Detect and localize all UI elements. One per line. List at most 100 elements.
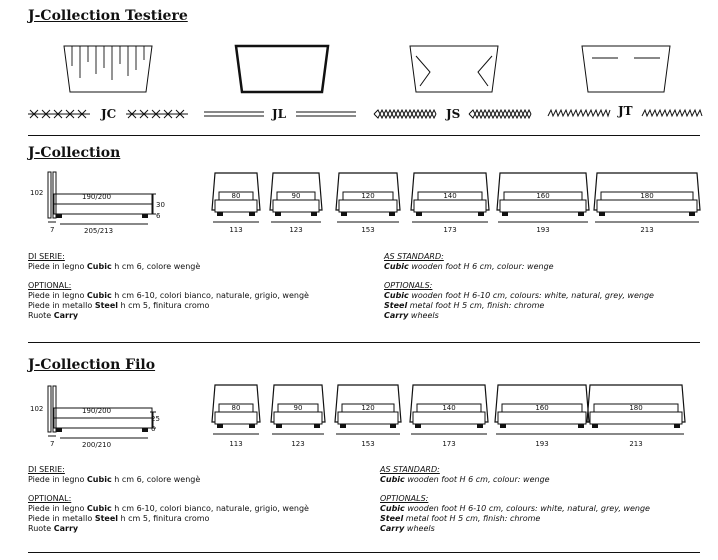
spec-line: Cubic wooden foot H 6-10 cm, colours: wh… [384,291,654,300]
dim-height: 102 [30,189,44,197]
headboard-jl-icon [234,44,330,94]
bed-front-drawing [334,384,402,435]
bed-front-drawing [269,172,323,223]
spec-title-serie: DI SERIE: [28,465,65,474]
spec-en-jcollection: AS STANDARD: Cubic wooden foot H 6 cm, c… [384,252,654,321]
code-jt: JT [618,104,633,118]
spec-line: Ruote Carry [28,524,79,533]
bed-front-drawing [593,172,701,223]
stitch-jl-right-pattern [296,111,356,117]
size-label: 80 [231,192,241,200]
spec-line: Piede in metallo Steel h cm 5, finitura … [28,514,210,523]
bed-front-view: 80 113 [211,172,261,234]
spec-line: Piede in legno Cubic h cm 6-10, colori b… [28,291,309,300]
size-width: 193 [536,226,550,234]
spec-title-standard: AS STANDARD: [384,252,444,261]
section-title-testiere: J-Collection Testiere [28,8,188,24]
headboard-js-icon [409,45,499,93]
size-label: 120 [361,404,375,412]
divider [28,552,700,553]
spec-line: Cubic wooden foot H 6 cm, colour: wenge [380,475,550,484]
spec-title-standard: AS STANDARD: [380,465,440,474]
size-width: 113 [229,226,243,234]
size-width: 123 [291,440,305,448]
spec-title-optional: OPTIONAL: [28,494,72,503]
code-jl: JL [272,107,287,121]
stitch-jl-left-pattern [204,111,264,117]
size-width: 213 [629,440,643,448]
bed-front-drawing [211,172,261,223]
divider [28,342,700,343]
dim-leg: 7 [50,440,55,448]
spec-line: Piede in legno Cubic h cm 6, colore weng… [28,475,201,484]
size-width: 173 [443,226,457,234]
dim-mattress: 190/200 [82,193,112,201]
stitch-jc-left-pattern [28,109,90,119]
stitch-jt-right-pattern [641,108,703,118]
bed-front-drawing [410,172,490,223]
size-width: 113 [229,440,243,448]
size-width: 213 [640,226,654,234]
spec-en-filo: AS STANDARD: Cubic wooden foot H 6 cm, c… [380,465,650,534]
stitch-jc-right-pattern [126,109,188,119]
size-width: 173 [442,440,456,448]
size-label: 90 [293,404,303,412]
size-label: 80 [231,404,241,412]
bed-front-drawing [270,384,326,435]
dim-frame-height: 25 [151,415,160,423]
dim-length: 200/210 [82,441,112,449]
bed-front-drawing [496,172,590,223]
spec-line: Piede in legno Cubic h cm 6, colore weng… [28,262,201,271]
size-width: 153 [361,440,375,448]
spec-title-optionals: OPTIONALS: [384,281,433,290]
size-label: 180 [629,404,643,412]
code-js: JS [446,107,461,121]
divider [28,135,700,136]
size-width: 153 [361,226,375,234]
headboard-jc-icon [63,45,153,93]
spec-line: Carry wheels [380,524,435,533]
stitch-js-left-pattern [373,108,437,120]
spec-line: Carry wheels [384,311,439,320]
bed-front-view: 80 113 [211,384,261,448]
size-width: 193 [535,440,549,448]
bed-front-view: 90 123 [270,384,326,448]
bed-front-view: 160 193 [496,172,590,234]
spec-line: Cubic wooden foot H 6 cm, colour: wenge [384,262,554,271]
bed-front-view: 90 123 [269,172,323,234]
dim-foot-height: 6 [151,425,156,433]
size-label: 140 [443,192,457,200]
spec-it-jcollection: DI SERIE: Piede in legno Cubic h cm 6, c… [28,252,309,321]
spec-title-optional: OPTIONAL: [28,281,72,290]
size-label: 90 [291,192,301,200]
bed-front-view: 120 153 [334,384,402,448]
dim-foot-height: 6 [156,212,161,220]
bed-front-drawing [586,384,686,435]
size-label: 160 [535,404,549,412]
bed-front-drawing [494,384,590,435]
size-width: 123 [289,226,303,234]
bed-side-drawing [47,171,156,225]
spec-line: Steel metal foot H 5 cm, finish: chrome [384,301,545,310]
bed-front-view: 180 213 [586,384,686,448]
dim-frame-height: 30 [156,201,165,209]
spec-line: Cubic wooden foot H 6-10 cm, colours: wh… [380,504,650,513]
spec-line: Piede in legno Cubic h cm 6-10, colori b… [28,504,309,513]
size-label: 160 [536,192,550,200]
stitch-jt-left-pattern [547,108,611,118]
bed-front-drawing [335,172,401,223]
spec-title-serie: DI SERIE: [28,252,65,261]
bed-front-view: 160 193 [494,384,590,448]
spec-it-filo: DI SERIE: Piede in legno Cubic h cm 6, c… [28,465,309,534]
dim-height: 102 [30,405,44,413]
section-title-filo: J-Collection Filo [28,357,156,373]
dim-leg: 7 [50,226,55,234]
bed-side-drawing [47,385,156,439]
bed-front-view: 140 173 [410,172,490,234]
dim-length: 205/213 [84,227,114,235]
stitch-js-right-pattern [468,108,532,120]
bed-front-drawing [211,384,261,435]
